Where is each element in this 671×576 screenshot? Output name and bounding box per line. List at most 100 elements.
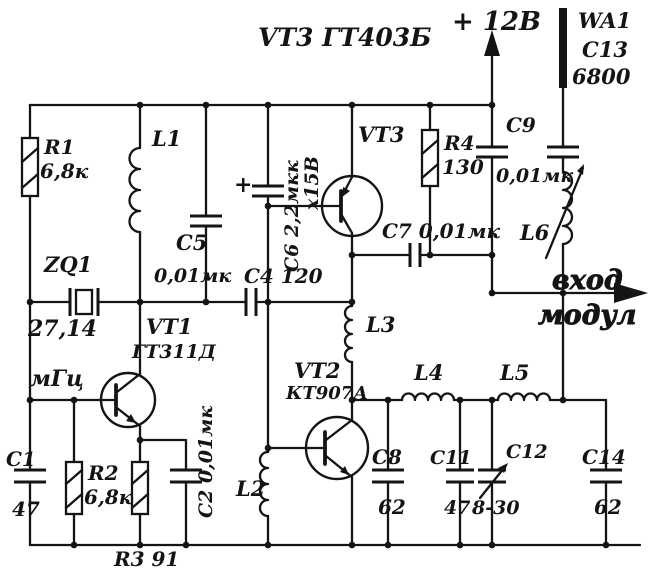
c14-value-label: 62 [594, 495, 622, 519]
schematic-heading: VT3 ГТ403Б [258, 23, 432, 52]
c13-value-label: 6800 [572, 64, 631, 89]
supply-label: + 12В [452, 7, 541, 37]
c6-plates [252, 184, 284, 198]
capacitor-c7: C7 0,01мк [382, 219, 501, 267]
l2-coil [258, 450, 270, 518]
c4-plates [244, 288, 258, 316]
mod-input-arrow-icon [614, 283, 648, 303]
c12-arrowhead-icon [498, 463, 508, 473]
r4-body [420, 128, 440, 188]
c6-polarity-label: + [234, 172, 252, 198]
c12-value-label: 8-30 [471, 497, 520, 519]
l1-label: L1 [151, 126, 181, 151]
r1-hatch [20, 146, 40, 190]
antenna-bar-icon [559, 8, 567, 88]
l1-coil [128, 146, 142, 234]
l3-label: L3 [365, 312, 395, 337]
zq1-ref-label: ZQ1 [43, 252, 92, 277]
l2-label: L2 [235, 476, 265, 501]
capacitor-c8: C8 62 [372, 398, 406, 547]
resistor-r1: R1 6,8к [20, 135, 89, 198]
c13-plates [547, 145, 579, 159]
c12-ref-label: C12 [506, 441, 548, 463]
zq1-value-label: 27,14 [27, 316, 97, 342]
c7-label: C7 0,01мк [382, 219, 501, 243]
r2-hatch [64, 468, 84, 510]
c6-value-label: х15В [301, 156, 323, 211]
c14-plates [590, 468, 622, 484]
capacitor-c5: C5 0,01мк [154, 103, 231, 304]
capacitor-c4: C4 120 [138, 264, 354, 316]
c1-plates [14, 468, 46, 484]
vt1-type-label: ГТ311Д [131, 341, 217, 363]
vt3-emitter-arrow-icon [342, 187, 350, 197]
capacitor-c11: C11 47 [430, 398, 474, 547]
c6-ref-label: С6 2,2мкк [281, 160, 303, 272]
r3-label: R3 91 [113, 547, 179, 571]
l5-label: L5 [499, 360, 529, 385]
c8-plates [372, 468, 404, 484]
l6-coil [561, 170, 574, 246]
resistor-r2: R2 6,8к [64, 398, 133, 547]
vt3-collector-wire [339, 212, 354, 304]
r2-ref-label: R2 [87, 461, 119, 485]
c8-value-label: 62 [378, 495, 406, 519]
vt2-ref-label: VT2 [294, 358, 341, 383]
c4-label: C4 120 [244, 264, 323, 288]
inductor-l4: L4 [400, 360, 456, 402]
transistor-vt3: VT3 [266, 103, 405, 304]
mod-input-label-line2: модул [538, 300, 636, 331]
inductor-l5: L5 [496, 360, 552, 402]
junction-dots [26, 101, 610, 549]
l4-label: L4 [413, 360, 443, 385]
l4-coil [400, 392, 456, 402]
inductor-l6: L6 [519, 164, 585, 402]
capacitor-c12: C12 8-30 [471, 398, 548, 547]
c11-value-label: 47 [444, 497, 470, 519]
inductor-l3: L3 [343, 300, 395, 422]
c1-value-label: 47 [12, 497, 40, 521]
capacitor-c9: C9 0,01мк [476, 103, 573, 295]
capacitor-c2: C2 0,01мк [138, 406, 217, 547]
zq1-plates [68, 288, 100, 316]
supply-arrow-icon [484, 30, 500, 56]
transistor-vt1: VT1 ГТ311Д [99, 300, 217, 464]
capacitor-c13: C13 6800 [547, 37, 631, 174]
inductor-l1: L1 [128, 103, 181, 304]
c13-ref-label: C13 [582, 37, 628, 62]
modulation-input: вход модул [490, 265, 648, 331]
vt2-collector-wire [324, 418, 354, 442]
c1-ref-label: C1 [6, 447, 36, 471]
l6-label: L6 [519, 220, 550, 245]
vt1-emitter-arrow-icon [126, 414, 136, 423]
l5-coil [496, 392, 552, 402]
zq1-body [74, 288, 94, 316]
c2-plates [170, 468, 202, 484]
vt3-ref-label: VT3 [358, 122, 405, 147]
inductor-l2: L2 [235, 446, 270, 547]
resistor-r3: R3 91 [113, 460, 179, 571]
c9-ref-label: C9 [506, 113, 536, 137]
crystal-zq1: ZQ1 27,14 мГц [27, 252, 142, 392]
c9-plates [476, 145, 508, 159]
c5-plates [190, 214, 222, 228]
r1-ref-label: R1 [43, 135, 75, 159]
vt1-collector-wire [115, 300, 142, 394]
c2-label: C2 0,01мк [195, 406, 217, 518]
l6-variable-arrow [544, 166, 585, 260]
r4-hatch [420, 138, 440, 180]
r1-value-label: 6,8к [40, 159, 89, 183]
l6-arrowhead-icon [577, 164, 584, 175]
c12-trimmer-arrow [478, 466, 506, 500]
r4-value-label: 130 [442, 155, 484, 179]
vt1-emitter-wire [115, 406, 142, 464]
c9-value-label: 0,01мк [496, 165, 573, 187]
vt1-body [99, 371, 157, 429]
antenna-wa1: WA1 [559, 8, 631, 149]
vt2-type-label: КТ907А [285, 383, 368, 404]
c5-ref-label: C5 [176, 230, 207, 255]
r3-hatch [130, 468, 150, 510]
c7-plates [408, 243, 422, 267]
